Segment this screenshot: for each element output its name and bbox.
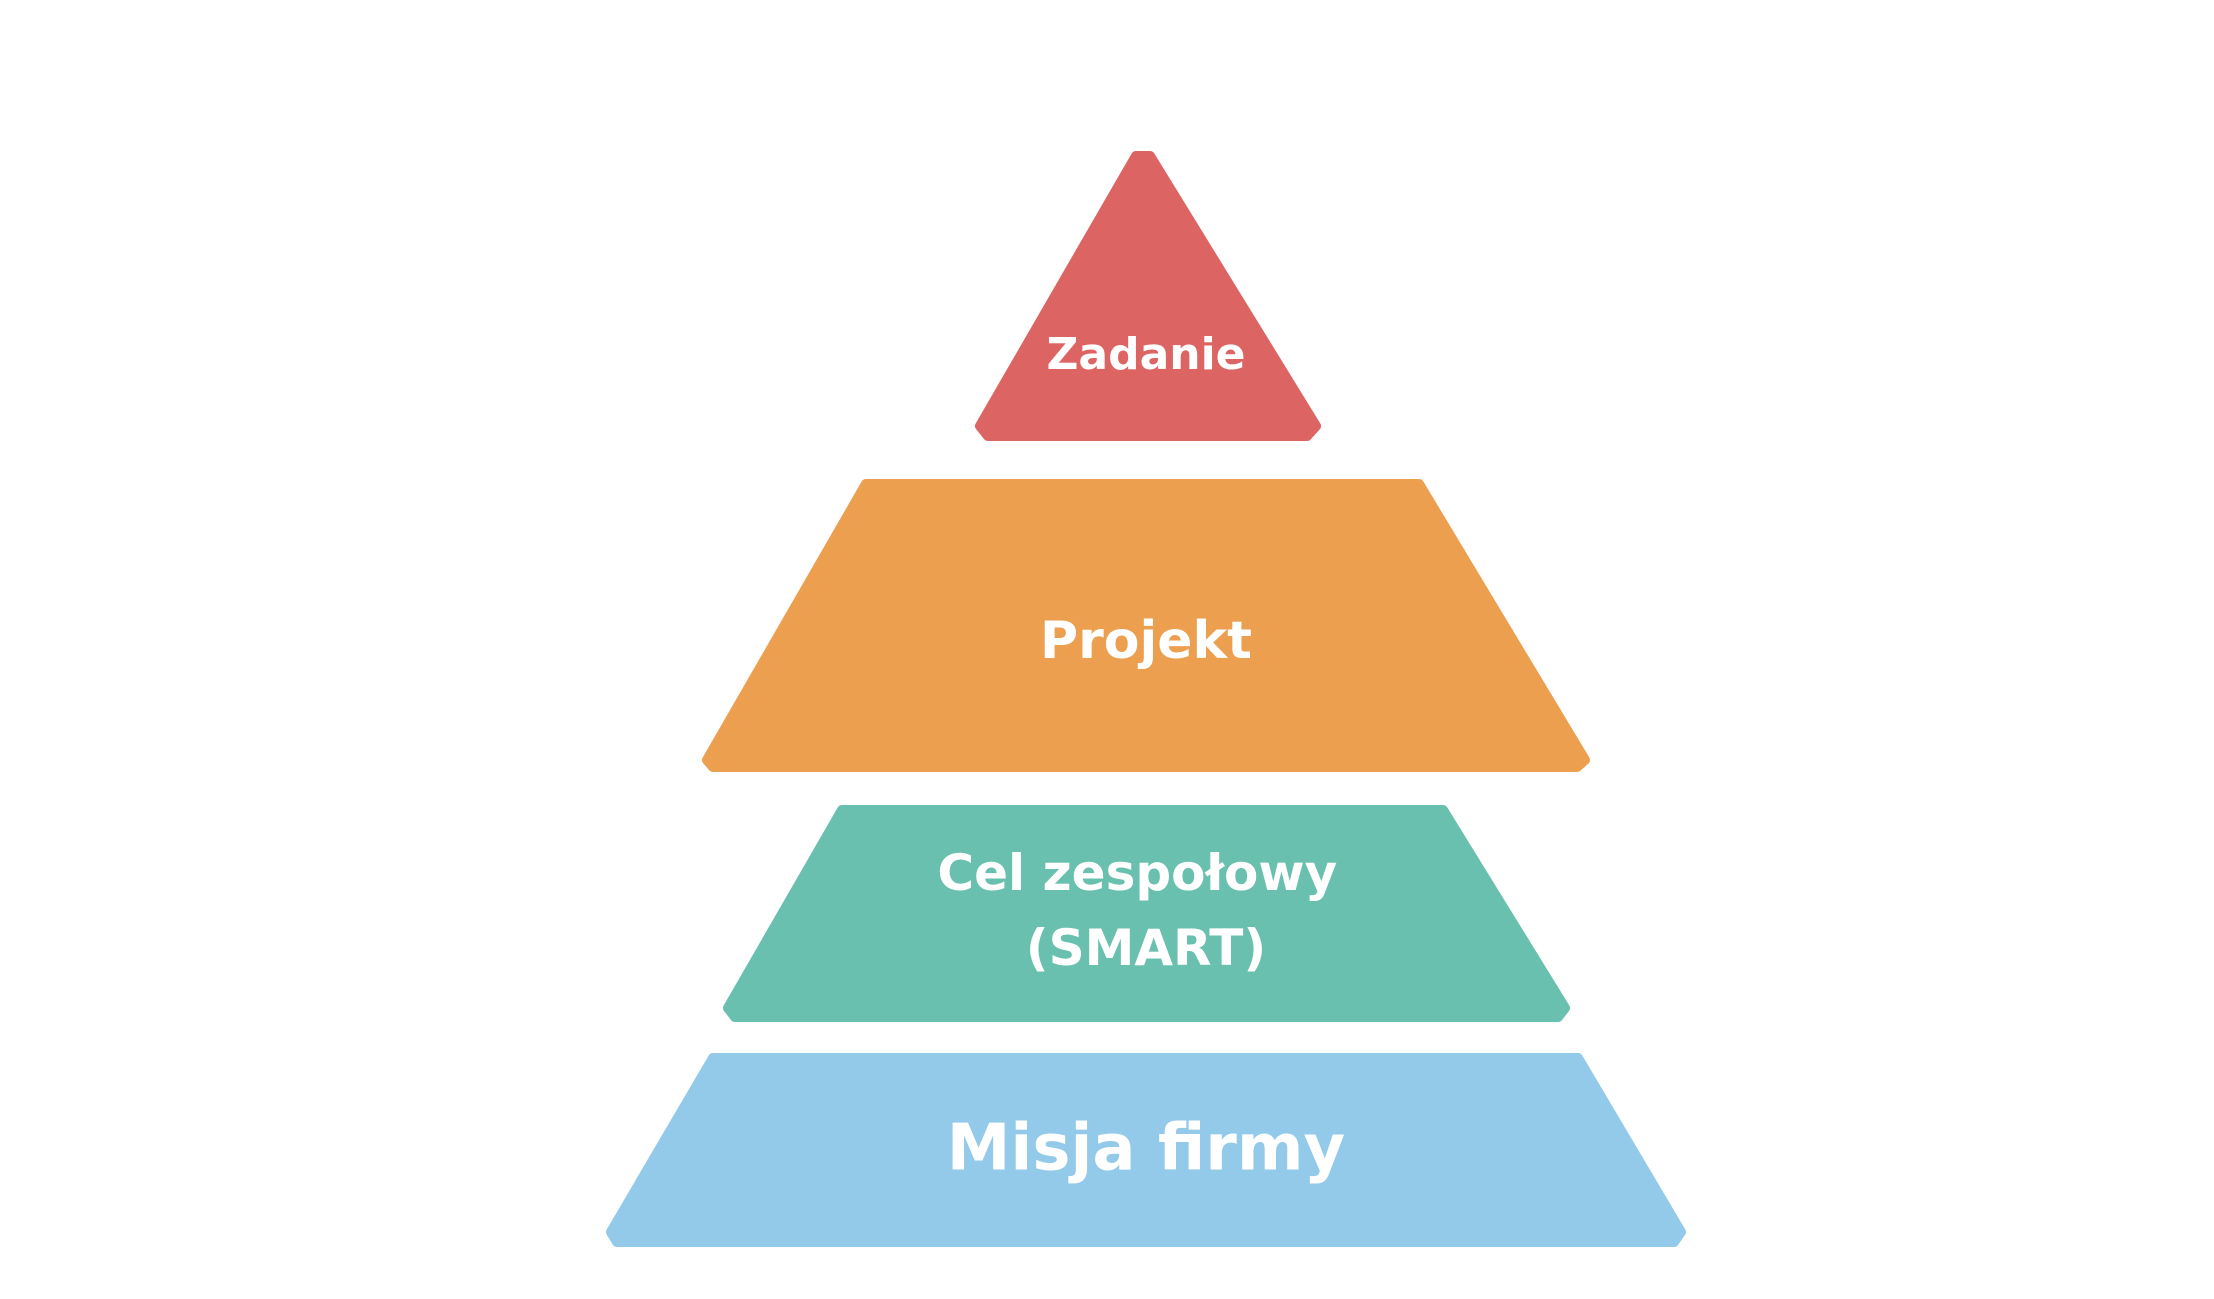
- tier-mission-shape: [606, 1053, 1686, 1247]
- tier-team-goal-label-line-2: (SMART): [1026, 919, 1267, 977]
- tier-team-goal: Cel zespołowy (SMART): [723, 805, 1570, 1022]
- tier-team-goal-label-line-1: Cel zespołowy: [937, 844, 1337, 902]
- tier-task-label: Zadanie: [1046, 329, 1245, 380]
- tier-mission-label: Misja firmy: [947, 1112, 1346, 1186]
- tier-project: Projekt: [702, 479, 1590, 772]
- tier-task: Zadanie: [975, 151, 1321, 441]
- tier-team-goal-label: Cel zespołowy (SMART): [937, 844, 1354, 977]
- tier-project-shape: [702, 479, 1590, 772]
- tier-project-label: Projekt: [1040, 611, 1252, 671]
- tier-task-shape: [975, 151, 1321, 441]
- tier-mission: Misja firmy: [606, 1053, 1686, 1247]
- tier-team-goal-shape: [723, 805, 1570, 1022]
